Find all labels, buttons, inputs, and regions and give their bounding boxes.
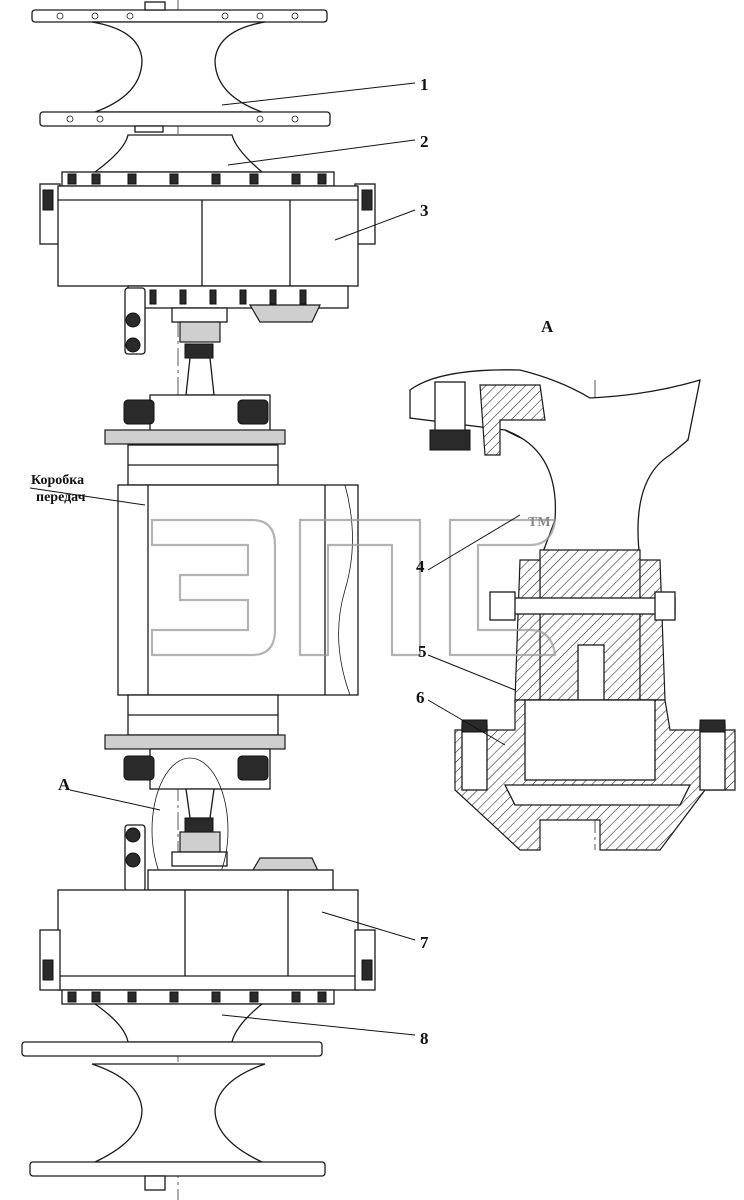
bottom-sprocket-pulley (21, 1041, 326, 1191)
label-part-4: 4 (416, 557, 425, 576)
upper-hub (61, 134, 335, 187)
main-assembly-view (21, 0, 376, 1200)
detail-a-title: A (541, 317, 554, 336)
upper-final-drive-housing (39, 183, 376, 355)
detail-a-callout: A (58, 775, 71, 794)
label-part-7: 7 (420, 933, 429, 952)
detail-a-section-view (409, 369, 736, 851)
callout-labels: 1 2 3 4 5 6 7 8 A A Коробка передач TM (31, 75, 554, 1048)
label-part-8: 8 (420, 1029, 429, 1048)
watermark-logo (150, 518, 557, 657)
lower-final-drive-housing (39, 824, 376, 991)
label-part-1: 1 (420, 75, 429, 94)
label-part-5: 5 (418, 642, 427, 661)
gearbox-label-line2: передач (36, 490, 86, 505)
gearbox-label-line1: Коробка (31, 473, 84, 488)
label-part-3: 3 (420, 201, 429, 220)
trademark-symbol: TM (528, 515, 551, 530)
gearbox (117, 444, 359, 736)
top-sprocket-pulley (31, 1, 331, 133)
label-part-6: 6 (416, 688, 425, 707)
leader-lines (29, 82, 521, 1036)
lower-cardan-coupling (104, 734, 286, 903)
lower-hub (61, 989, 335, 1043)
upper-cardan-coupling (104, 307, 286, 446)
label-part-2: 2 (420, 132, 429, 151)
